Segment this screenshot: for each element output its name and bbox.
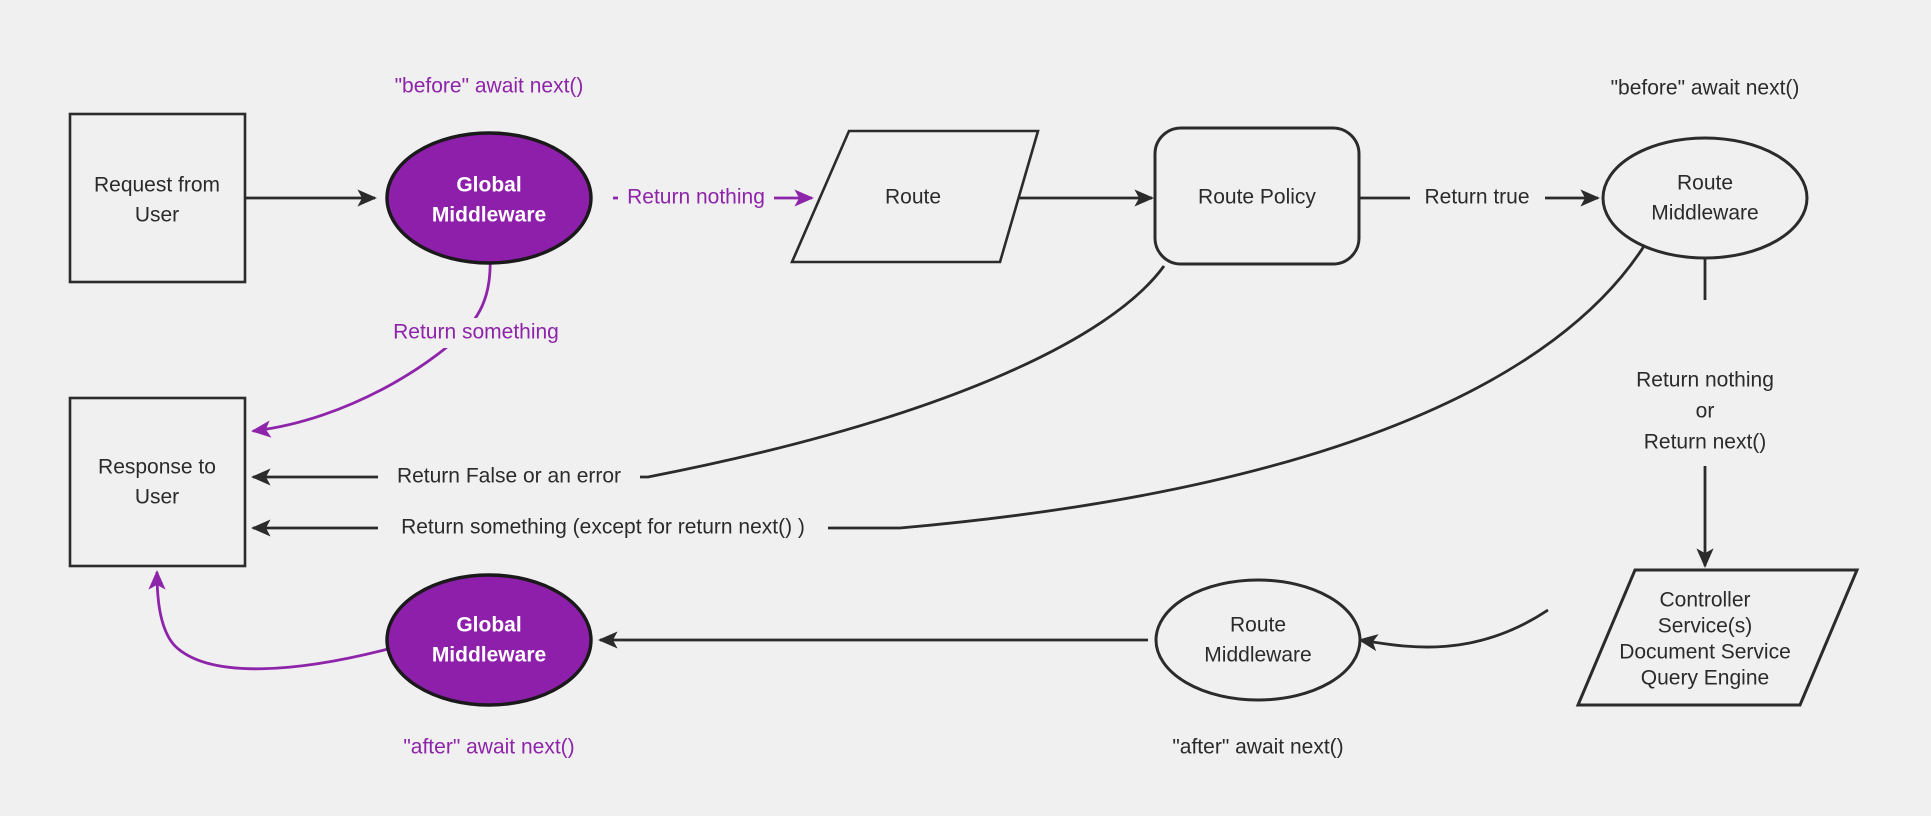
- label-return-nothing-text: Return nothing: [627, 186, 765, 209]
- label-route-middleware-output: Return nothing or Return next(): [1615, 362, 1795, 466]
- global-middleware-top-label-line1: Global: [456, 174, 521, 197]
- node-request-from-user[interactable]: Request from User: [68, 112, 247, 284]
- label-return-false-or-error-text: Return False or an error: [397, 465, 621, 488]
- label-return-something-except-text: Return something (except for return next…: [401, 516, 805, 539]
- route-middleware-top-shape: [1601, 136, 1809, 260]
- label-return-something-except: Return something (except for return next…: [378, 513, 828, 543]
- response-label-line2: User: [135, 486, 179, 509]
- label-route-mw-out-line2: or: [1696, 400, 1715, 423]
- global-middleware-bottom-label-line1: Global: [456, 614, 521, 637]
- route-middleware-bottom-label-line1: Route: [1230, 614, 1286, 637]
- edge-controller-to-route-middleware-bottom: [1358, 608, 1549, 652]
- node-route[interactable]: Route: [790, 129, 1040, 264]
- label-route-mw-out-line3: Return next(): [1644, 431, 1767, 454]
- edge-route-middleware-return-something-except: [251, 242, 1648, 537]
- label-route-mw-out-line1: Return nothing: [1636, 369, 1774, 392]
- response-label-line1: Response to: [98, 456, 216, 479]
- node-global-middleware-bottom[interactable]: Global Middleware: [385, 573, 593, 707]
- global-middleware-bottom-shape: [385, 573, 593, 707]
- request-box-shape: [68, 112, 247, 284]
- global-middleware-top-shape: [385, 131, 593, 265]
- global-middleware-top-label-line2: Middleware: [432, 204, 546, 227]
- node-global-middleware-top[interactable]: Global Middleware: [385, 131, 593, 265]
- response-box-shape: [68, 396, 247, 568]
- controller-label-line4: Query Engine: [1641, 667, 1769, 690]
- node-route-middleware-top[interactable]: Route Middleware: [1601, 136, 1809, 260]
- node-route-policy[interactable]: Route Policy: [1153, 126, 1361, 266]
- label-return-something-text: Return something: [393, 321, 559, 344]
- route-middleware-bottom-shape: [1154, 578, 1362, 702]
- route-label: Route: [885, 186, 941, 209]
- label-return-something: Return something: [381, 318, 571, 348]
- route-policy-label: Route Policy: [1198, 186, 1316, 209]
- annotation-after-global-middleware: "after" await next(): [403, 736, 574, 759]
- request-label-line1: Request from: [94, 174, 220, 197]
- label-return-true: Return true: [1410, 184, 1545, 212]
- route-shape: [790, 129, 1040, 264]
- route-middleware-top-label-line2: Middleware: [1651, 202, 1758, 225]
- node-response-to-user[interactable]: Response to User: [68, 396, 247, 568]
- controller-label-line3: Document Service: [1619, 641, 1791, 664]
- controller-label-line1: Controller: [1659, 589, 1750, 612]
- label-return-false-or-error: Return False or an error: [378, 462, 640, 492]
- route-middleware-top-label-line1: Route: [1677, 172, 1733, 195]
- controller-shape: [1575, 568, 1860, 707]
- node-controller-services[interactable]: Controller Service(s) Document Service Q…: [1575, 568, 1860, 707]
- route-middleware-bottom-label-line2: Middleware: [1204, 644, 1311, 667]
- node-route-middleware-bottom[interactable]: Route Middleware: [1154, 578, 1362, 702]
- controller-label-line2: Service(s): [1658, 615, 1753, 638]
- global-middleware-bottom-label-line2: Middleware: [432, 644, 546, 667]
- annotation-before-route-middleware: "before" await next(): [1611, 77, 1800, 100]
- label-return-nothing: Return nothing: [618, 184, 774, 212]
- request-label-line2: User: [135, 204, 179, 227]
- edge-global-middleware-bottom-to-response: [148, 570, 393, 671]
- annotation-after-route-middleware: "after" await next(): [1172, 736, 1343, 759]
- label-return-true-text: Return true: [1424, 186, 1529, 209]
- annotation-before-global-middleware: "before" await next(): [395, 75, 584, 98]
- route-policy-shape: [1153, 126, 1361, 266]
- edge-route-policy-return-false: [251, 265, 1166, 486]
